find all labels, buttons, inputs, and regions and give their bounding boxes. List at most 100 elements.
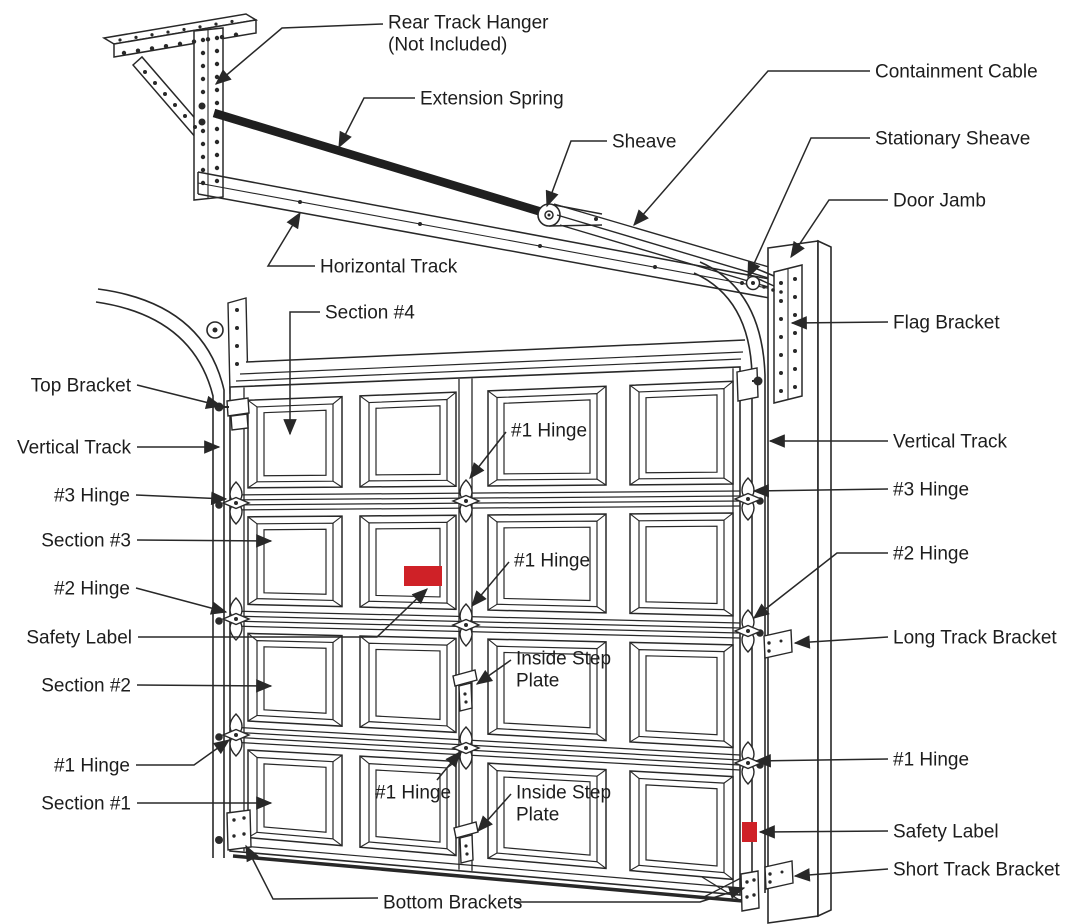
panel-section3-col2 [359,514,457,611]
rear-track-hanger-part [101,13,259,201]
hinge-3-right-label-text: #3 Hinge [893,480,969,501]
sheave-label-text: Sheave [612,132,676,153]
label-sheave: Sheave [545,132,676,208]
section-2-leader-line [136,679,273,693]
labels: Rear Track Hanger(Not Included) Extension… [17,13,1061,914]
label-section-1: Section #1 [41,794,273,815]
label-horizontal-track: Horizontal Track [266,211,458,278]
safety-label-sticker-center [404,566,442,586]
hinge-1-left-label-text: #1 Hinge [54,756,130,777]
garage-door [229,339,746,903]
hinge-3-right-part [733,477,764,521]
label-hinge-2-right: #2 Hinge [752,544,969,619]
label-safety-label-center: Safety Label [26,588,428,649]
section-2-label-text: Section #2 [41,676,131,697]
sheave-leader-line [545,140,607,208]
inside-step-plate-lower-leader-line [477,793,512,833]
label-hinge-1-bottom-center: #1 Hinge [375,750,461,804]
label-hinge-1-mid-center: #1 Hinge [471,551,590,608]
extension-spring-leader-line [338,97,415,149]
panel-section3-col1 [247,515,343,608]
top-bracket-right [736,367,759,402]
panel-section3-col4 [629,512,734,617]
safety-label-center-label-text: Safety Label [26,628,132,649]
bottom-brackets-leader-line [516,886,746,903]
label-rear-track-hanger: Rear Track Hanger(Not Included) [214,13,549,85]
hinge-1-bottom-center-leader-line [436,750,461,781]
horizontal-track-leader-line [266,211,315,267]
label-door-jamb: Door Jamb [790,191,986,259]
hinge-2-right-leader-line [752,552,888,619]
hinges [215,477,764,785]
hinge-2-right-part [733,609,764,653]
safety-label-right-label-text: Safety Label [893,822,999,843]
containment-cable-leader-line [633,70,870,227]
label-hinge-2-left: #2 Hinge [54,579,228,615]
extension-spring-part [212,108,559,218]
hinge-1-mid-center-label-text: #1 Hinge [514,551,590,572]
hinge-2-left-part [215,597,251,641]
hinge-1-left-part [215,713,251,757]
safety-label-sticker-right [742,822,757,842]
label-hinge-3-right: #3 Hinge [752,480,969,501]
panel-section2-col4 [629,641,734,749]
label-vertical-track-left: Vertical Track [17,438,221,459]
label-extension-spring: Extension Spring [338,89,564,149]
extension-spring-label-text: Extension Spring [420,89,564,110]
bottom-bracket-right [740,870,760,912]
hinge-1-center-mid-part [451,603,481,647]
section-3-leader-line [136,534,273,548]
hinge-3-left-leader-line [135,491,228,506]
flag-bracket-label-text: Flag Bracket [893,313,1000,334]
safety-label-right-leader-line [758,825,889,839]
panel-section1-col4 [629,770,734,881]
hinge-2-right-label-text: #2 Hinge [893,544,969,565]
hinge-1-center-top-part [451,479,481,523]
panel-section1-col2 [359,755,457,857]
rear-track-hanger-label-text: Rear Track Hanger(Not Included) [388,13,549,56]
panel-section4-col4 [629,380,734,486]
label-top-bracket: Top Bracket [31,376,223,409]
top-bracket-part [214,367,763,431]
short-track-bracket-part [764,860,794,890]
hinge-3-right-leader-line [752,484,889,498]
hinge-2-left-leader-line [135,587,228,615]
panel-section1-col1 [247,749,343,847]
label-safety-label-right: Safety Label [758,822,999,843]
section-4-label-text: Section #4 [325,303,415,324]
bottom-brackets-label-text: Bottom Brackets [383,893,522,914]
hinge-3-left-label-text: #3 Hinge [54,486,130,507]
stationary-sheave-leader-line [747,137,870,279]
label-hinge-1-right: #1 Hinge [754,750,969,771]
label-flag-bracket: Flag Bracket [790,313,1000,334]
hinge-1-right-leader-line [754,754,889,768]
hinge-1-top-center-label-text: #1 Hinge [511,421,587,442]
flag-bracket-part [749,264,803,404]
label-long-track-bracket: Long Track Bracket [793,628,1057,649]
panel-section2-col3 [487,638,607,742]
door-jamb-part [767,239,832,924]
hinge-1-left-leader-line [136,739,231,766]
containment-cable-label-text: Containment Cable [875,62,1038,83]
top-bracket-label-text: Top Bracket [31,376,132,397]
safety-label-center-leader-line [138,588,428,638]
door-jamb-leader-line [790,199,888,259]
flag-bracket-leader-line [790,316,889,330]
panel-section4-col1 [247,395,343,489]
top-bracket-leader-line [136,384,223,409]
panel-section4-col2 [359,391,457,488]
label-vertical-track-right: Vertical Track [768,432,1008,453]
door-jamb-label-text: Door Jamb [893,191,986,212]
label-containment-cable: Containment Cable [633,62,1038,227]
label-section-3: Section #3 [41,531,273,552]
stationary-sheave-label-text: Stationary Sheave [875,129,1030,150]
section-3-label-text: Section #3 [41,531,131,552]
panel-section2-col1 [247,632,343,727]
label-section-2: Section #2 [41,676,273,697]
hinge-1-center-bottom-part [451,726,481,770]
